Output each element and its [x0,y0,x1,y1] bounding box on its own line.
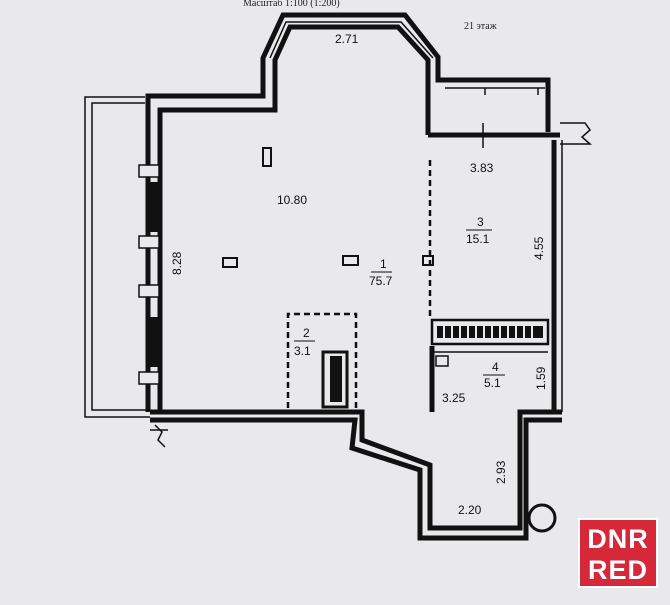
room3-number: 3 [477,215,484,229]
room3-area: 15.1 [466,232,490,246]
dim-corridor-length: 2.93 [494,460,508,484]
dim-main-width: 10.80 [277,193,307,207]
room1-area: 75.7 [369,274,393,288]
balcony-left [84,96,150,418]
dim-bay-width: 2.71 [335,32,359,46]
bottom-walls [150,409,562,541]
outer-walls [145,12,551,412]
round-column [527,503,557,533]
floor-caption: 21 этаж [464,21,497,32]
dim-room4-width: 3.25 [442,391,466,405]
dim-main-depth: 8.28 [170,251,184,275]
room2-number: 2 [303,326,310,340]
dnr-red-watermark: DNR RED [578,518,658,588]
room4-label: 4 5.1 [483,360,505,390]
room2-partition [286,312,358,409]
room4-area: 5.1 [484,376,501,390]
dim-room3-depth: 4.55 [532,236,546,260]
dim-corridor-width: 2.20 [458,503,482,517]
dim-room4-depth: 1.59 [534,366,548,390]
room2-label: 2 3.1 [294,326,315,358]
kitchen-counter [430,318,550,346]
room4-walls [429,346,548,412]
room3-label: 3 15.1 [466,215,492,246]
watermark-line1: DNR [587,524,649,554]
room3-top-walls [428,87,592,148]
watermark-line2: RED [587,555,648,585]
room1-number: 1 [380,257,387,271]
columns [222,147,434,268]
room4-number: 4 [492,360,499,374]
dim-room3-width: 3.83 [470,161,494,175]
left-windows [138,164,160,385]
scale-caption: Масштаб 1:100 (1:200) [243,0,340,9]
room2-area: 3.1 [294,344,311,358]
room1-label: 1 75.7 [369,257,393,288]
